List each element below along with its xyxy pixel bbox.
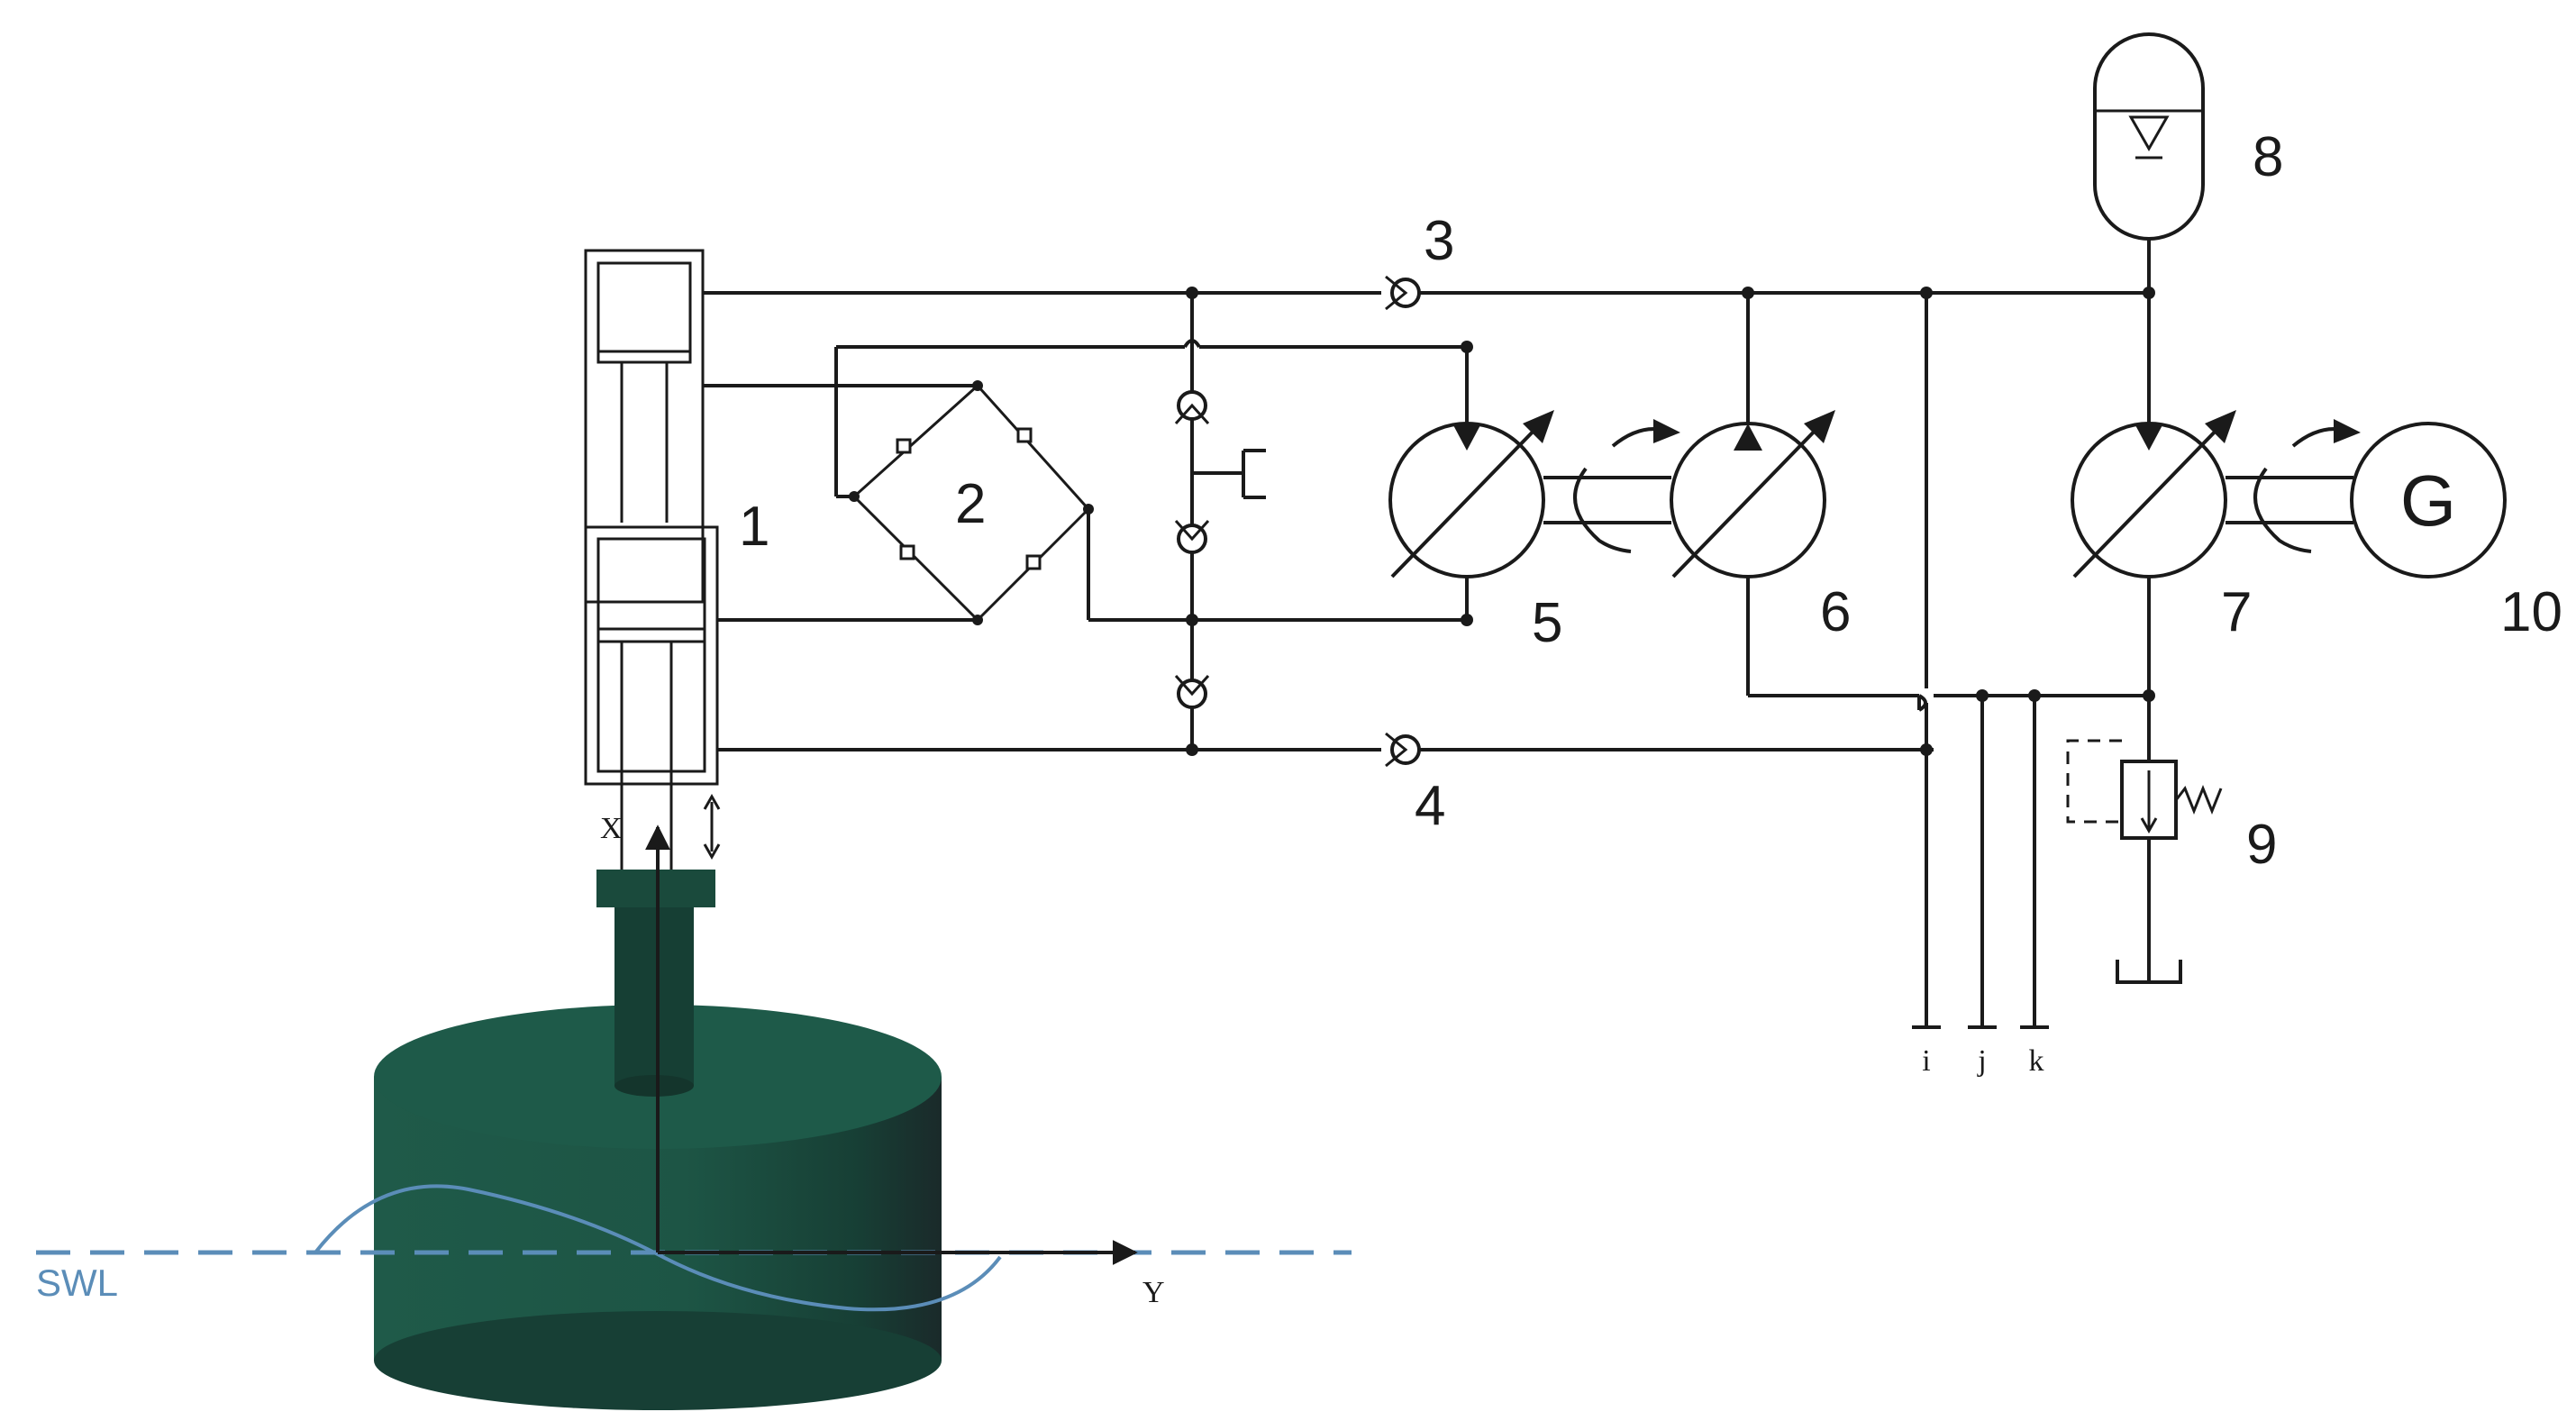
buoy-bottom: [374, 1311, 942, 1410]
label-2: 2: [955, 473, 986, 535]
label-10: 10: [2500, 581, 2562, 643]
port-j-label: j: [1977, 1044, 1986, 1078]
junction-dots: [849, 287, 2155, 756]
accumulator: [2093, 32, 2205, 241]
hydraulic-cylinder: [584, 249, 719, 870]
generator: G: [2350, 422, 2507, 578]
port-i-label: i: [1922, 1044, 1930, 1078]
buoy-stem-base: [614, 1075, 694, 1097]
label-4: 4: [1415, 775, 1445, 837]
coupling-shaft-5-6: [1543, 419, 1680, 553]
hydraulic-motor-5: [1388, 410, 1554, 578]
component-labels: 1 2 3 4 5 6 7 8 9 10: [739, 126, 2562, 876]
hydraulic-motor-7: [2071, 410, 2236, 578]
check-valve-4: [1385, 732, 1421, 768]
port-k-label: k: [2029, 1044, 2044, 1078]
ports: i j k: [1912, 1025, 2049, 1078]
label-3: 3: [1424, 210, 1454, 272]
rectifier-bridge: [851, 383, 1091, 623]
middle-check-valves: [1174, 390, 1266, 709]
label-5: 5: [1532, 592, 1562, 654]
hydraulic-pump-6: [1670, 410, 1835, 578]
hydraulic-lines: [703, 239, 2151, 1027]
heave-motion-arrow-icon: [703, 793, 721, 861]
y-axis-label: Y: [1142, 1276, 1165, 1309]
swl-label: SWL: [36, 1262, 118, 1304]
label-7: 7: [2221, 581, 2252, 643]
coordinate-axes: X Y: [600, 793, 1165, 1309]
check-valve-3: [1385, 275, 1421, 311]
coupling-shaft-7-g: [2226, 419, 2361, 553]
label-8: 8: [2253, 126, 2283, 188]
relief-valve: [2066, 739, 2223, 984]
buoy-stem: [614, 901, 694, 1086]
label-1: 1: [739, 496, 769, 558]
label-6: 6: [1820, 581, 1851, 643]
label-9: 9: [2246, 814, 2277, 876]
generator-symbol: G: [2400, 460, 2456, 541]
x-axis-label: X: [600, 812, 623, 845]
wave-curve: [314, 1184, 1002, 1312]
